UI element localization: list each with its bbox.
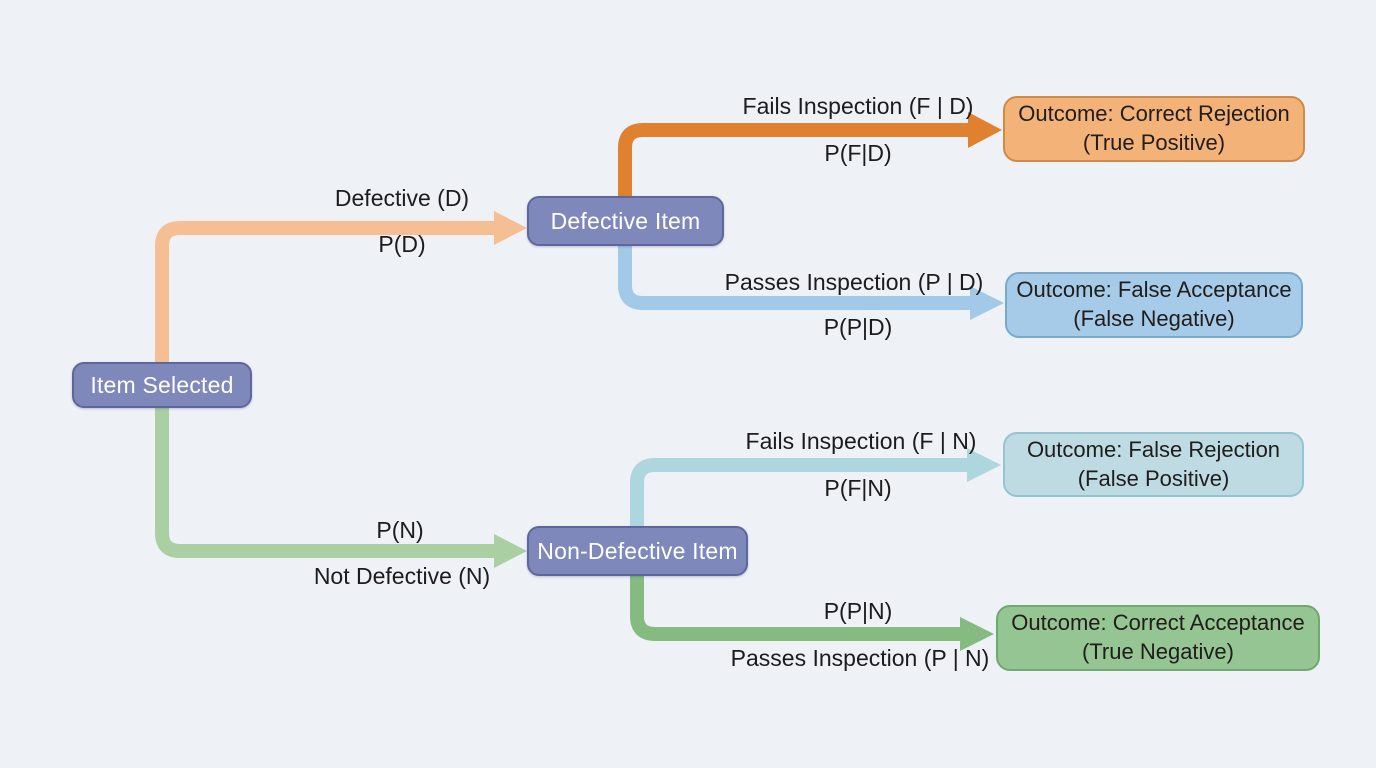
outcome-correct-rejection-line2: (True Positive) (1082, 130, 1226, 155)
label-p-d: P(D) (378, 231, 426, 257)
outcome-correct-acceptance-line1: Outcome: Correct Acceptance (1011, 610, 1305, 636)
node-non-defective-item-label: Non-Defective Item (537, 537, 738, 564)
label-not-defective-n: Not Defective (N) (313, 563, 491, 589)
label-p-p-n: P(P|N) (823, 598, 893, 624)
outcome-false-rejection: Outcome: False Rejection (False Positive… (1003, 432, 1304, 497)
label-p-p-d: P(P|D) (823, 314, 893, 340)
branch-fails-n-arrowhead-icon (967, 448, 1001, 482)
branch-passes-n-line (630, 558, 962, 641)
branch-fails-d-arrowhead-icon (968, 112, 1002, 148)
outcome-correct-rejection: Outcome: Correct Rejection (True Positiv… (1003, 96, 1305, 162)
label-fails-inspection-f-n: Fails Inspection (F | N) (745, 428, 977, 454)
outcome-false-acceptance-line2: (False Negative) (1073, 306, 1235, 331)
node-defective-item-label: Defective Item (550, 207, 701, 234)
branch-passes-d-line (618, 230, 972, 310)
branch-passes-n-arrowhead-icon (960, 617, 994, 651)
branch-defective-line (155, 221, 496, 382)
outcome-false-rejection-line1: Outcome: False Rejection (1026, 436, 1281, 462)
branch-fails-n-line (630, 458, 969, 544)
node-item-selected-label: Item Selected (90, 371, 234, 398)
outcome-correct-rejection-line1: Outcome: Correct Rejection (1018, 101, 1290, 127)
branch-not-defective-line (155, 388, 496, 558)
label-fails-inspection-f-d: Fails Inspection (F | D) (742, 93, 974, 119)
label-p-n: P(N) (376, 517, 424, 543)
outcome-false-acceptance-line1: Outcome: False Acceptance (1016, 277, 1292, 303)
branch-not-defective-arrowhead-icon (494, 534, 527, 568)
node-item-selected: Item Selected (72, 362, 252, 408)
branch-defective-arrowhead-icon (494, 211, 527, 245)
outcome-false-rejection-line2: (False Positive) (1077, 465, 1230, 491)
outcome-correct-acceptance-line2: (True Negative) (1081, 639, 1234, 664)
branch-passes-d-arrowhead-icon (970, 286, 1004, 320)
branch-fails-d-line (618, 123, 970, 214)
node-non-defective-item: Non-Defective Item (527, 526, 748, 576)
label-passes-inspection-p-n: Passes Inspection (P | N) (730, 645, 990, 671)
outcome-correct-acceptance: Outcome: Correct Acceptance (True Negati… (996, 605, 1320, 671)
node-defective-item: Defective Item (527, 196, 724, 246)
label-p-f-d: P(F|D) (824, 140, 892, 166)
label-p-f-n: P(F|N) (824, 475, 892, 501)
outcome-false-acceptance: Outcome: False Acceptance (False Negativ… (1005, 272, 1303, 338)
label-defective-d: Defective (D) (334, 185, 470, 211)
label-passes-inspection-p-d: Passes Inspection (P | D) (724, 269, 984, 295)
